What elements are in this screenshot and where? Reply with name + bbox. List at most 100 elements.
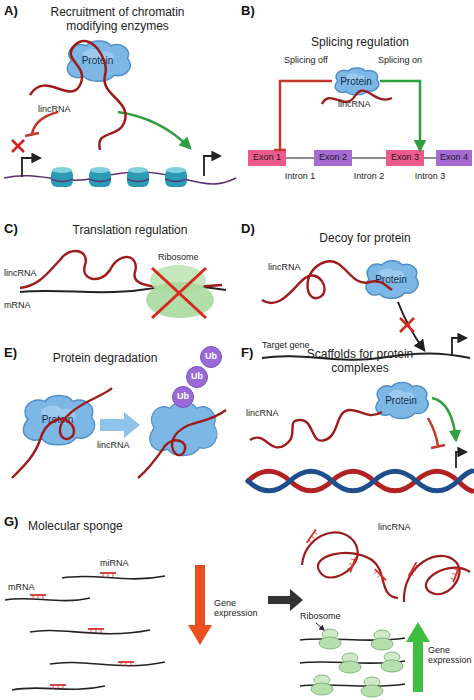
inhibition-line bbox=[32, 112, 58, 134]
node-text: Protein bbox=[42, 414, 74, 425]
ubiquitin-circle: Ub bbox=[172, 386, 194, 408]
expression-label: Gene expression bbox=[214, 598, 264, 619]
mrna-strand bbox=[12, 686, 105, 690]
leader-arrow bbox=[316, 623, 324, 630]
ribosome-label: Ribosome bbox=[158, 252, 208, 262]
panel-letter: F) bbox=[241, 346, 265, 361]
lincrna-strand bbox=[262, 261, 392, 303]
decrease-arrow bbox=[188, 565, 212, 645]
gene-start-arrow bbox=[204, 156, 220, 176]
intron-label: Intron 3 bbox=[413, 171, 447, 181]
splicing-connector bbox=[274, 81, 332, 150]
node-text: Ub bbox=[205, 352, 217, 362]
panel-title: Translation regulation bbox=[55, 224, 205, 238]
panel-letter: E) bbox=[4, 346, 28, 361]
lincrna-strand bbox=[302, 533, 398, 598]
rna-label: lincRNA bbox=[268, 262, 318, 272]
panel-letter: G) bbox=[4, 515, 28, 530]
intron-label: Intron 1 bbox=[283, 171, 317, 181]
rna-label: miRNA bbox=[100, 558, 135, 568]
lincrna-strand bbox=[30, 41, 126, 150]
panel-title: Recruitment of chromatin modifying enzym… bbox=[35, 6, 200, 34]
lincrna-strand bbox=[404, 556, 470, 602]
ribosome bbox=[381, 652, 403, 672]
ribosome-label: Ribosome bbox=[300, 611, 345, 621]
panel-title: Scaffolds for protein complexes bbox=[280, 348, 440, 376]
exon-box: Exon 3 bbox=[386, 150, 424, 166]
panel-letter: A) bbox=[4, 4, 28, 19]
ubiquitin-circle: Ub bbox=[186, 366, 208, 388]
protein-shape bbox=[376, 383, 428, 419]
binding-arrow bbox=[398, 302, 424, 350]
mirna bbox=[347, 556, 356, 572]
panel-title: Splicing regulation bbox=[300, 36, 420, 50]
inhibition-line bbox=[428, 418, 438, 446]
mirna bbox=[118, 662, 134, 666]
node-text: Exon 2 bbox=[319, 153, 347, 163]
protein-blob: Protein bbox=[15, 392, 100, 447]
panel-title: Decoy for protein bbox=[295, 232, 435, 246]
mirna bbox=[372, 569, 386, 583]
panel-letter: D) bbox=[241, 222, 265, 237]
panel-title: Protein degradation bbox=[40, 352, 170, 366]
transition-arrow bbox=[268, 589, 303, 611]
expression-label: Gene expression bbox=[428, 645, 474, 666]
mirna bbox=[88, 629, 104, 633]
nucleosome bbox=[165, 167, 187, 187]
node-text: Ub bbox=[191, 372, 203, 382]
ribosome bbox=[311, 675, 333, 695]
rna-label: mRNA bbox=[8, 582, 43, 592]
ribosome bbox=[361, 677, 383, 697]
mrna-strand bbox=[30, 630, 150, 634]
protein-shape bbox=[335, 68, 379, 95]
mirna bbox=[50, 685, 66, 689]
dna-strand bbox=[4, 172, 236, 184]
dna-strand bbox=[248, 471, 472, 491]
exon-box: Exon 1 bbox=[248, 150, 286, 166]
rna-label: lincRNA bbox=[4, 268, 49, 278]
mirna bbox=[409, 562, 420, 578]
mrna-strand bbox=[62, 576, 165, 579]
protein-blob: Protein bbox=[370, 380, 432, 420]
protein-blob: Protein bbox=[60, 38, 135, 83]
rna-label: lincRNA bbox=[97, 440, 142, 450]
protein-shape bbox=[366, 261, 418, 299]
panel-title: Molecular sponge bbox=[28, 520, 168, 534]
inhibition-bar bbox=[431, 445, 445, 448]
edge-label: Splicing off bbox=[284, 55, 328, 65]
nucleosome bbox=[51, 167, 73, 187]
rna-label: lincRNA bbox=[338, 99, 388, 109]
lincrna-strand bbox=[12, 388, 112, 478]
node-text: Protein bbox=[385, 395, 417, 406]
gene-start-arrow bbox=[22, 158, 40, 177]
protein-blob: Protein bbox=[360, 258, 422, 300]
exon-box: Exon 4 bbox=[436, 150, 472, 166]
node-text: Exon 3 bbox=[391, 153, 419, 163]
node-text: Ub bbox=[177, 392, 189, 402]
splicing-connector bbox=[380, 81, 420, 150]
red-cross bbox=[400, 318, 414, 332]
rna-label: lincRNA bbox=[38, 104, 88, 114]
node-text: Protein bbox=[375, 274, 407, 285]
rna-label: lincRNA bbox=[378, 522, 423, 532]
activation-arrow bbox=[118, 112, 190, 148]
mirna bbox=[307, 530, 319, 545]
node-text: Protein bbox=[340, 76, 372, 87]
mirna bbox=[450, 566, 459, 582]
protein-shape bbox=[67, 41, 130, 81]
mirna bbox=[30, 595, 46, 599]
rna-label: mRNA bbox=[4, 300, 44, 310]
panel-letter: B) bbox=[241, 4, 265, 19]
mrna-strand bbox=[50, 662, 165, 666]
node-text: Exon 4 bbox=[440, 153, 468, 163]
red-cross bbox=[12, 140, 24, 152]
gene-start-arrow bbox=[452, 338, 466, 356]
protein-blob: Protein bbox=[330, 66, 382, 96]
rna-label: lincRNA bbox=[246, 408, 291, 418]
node-text: Exon 1 bbox=[253, 153, 281, 163]
ribosome bbox=[371, 630, 393, 650]
intron-label: Intron 2 bbox=[352, 171, 386, 181]
ubiquitin-circle: Ub bbox=[200, 346, 222, 368]
